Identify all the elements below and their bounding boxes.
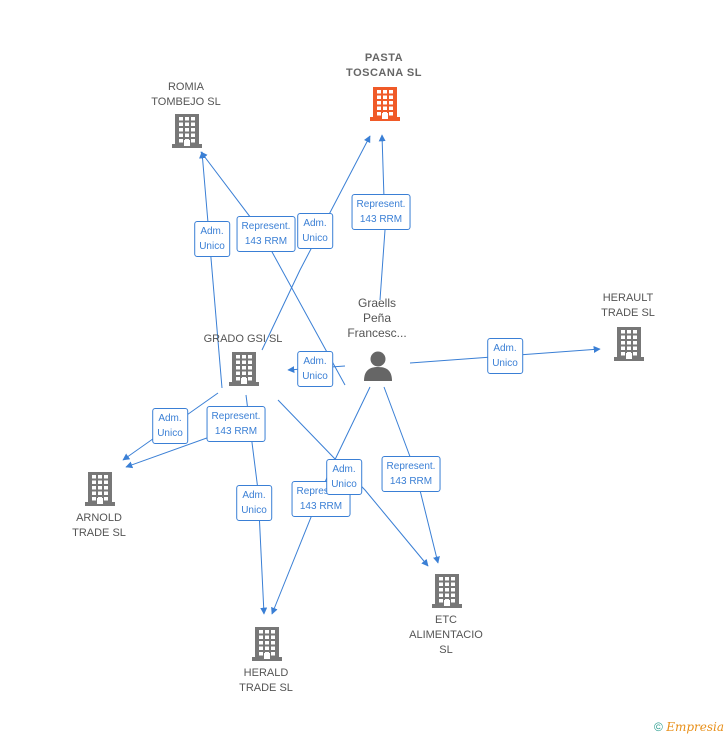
edge-line-grado-to-pasta (261, 135, 371, 351)
edge-label-grado-to-etc[interactable]: Adm. Unico (326, 459, 362, 495)
edge-label-graells-to-pasta[interactable]: Represent. 143 RRM (351, 194, 411, 230)
edge-label-grado-to-romia[interactable]: Adm. Unico (194, 221, 230, 257)
grado-building-icon[interactable] (229, 350, 259, 391)
grado-label[interactable]: GRADO GSI SL (203, 333, 283, 345)
edge-label-grado-to-arnold[interactable]: Adm. Unico (152, 408, 188, 444)
edge-line-graells-to-pasta (378, 134, 386, 301)
brand-logo[interactable]: Empresia (666, 720, 724, 734)
edge-label-graells-to-herault[interactable]: Adm. Unico (487, 338, 523, 374)
etc-label[interactable]: ETC ALIMENTACIO SL (409, 614, 483, 656)
etc-building-icon[interactable] (432, 572, 462, 613)
herald-building-icon[interactable] (252, 625, 282, 666)
edge-line-grado-to-romia (199, 151, 223, 389)
romia-label[interactable]: ROMIA TOMBEJO SL (151, 81, 221, 108)
edge-line-grado-to-etc (277, 399, 429, 567)
herault-label[interactable]: HERAULT TRADE SL (601, 292, 655, 319)
graells-label[interactable]: Graells Peña Francesc... (347, 296, 407, 340)
edge-label-grado-to-pasta[interactable]: Adm. Unico (297, 213, 333, 249)
arnold-label[interactable]: ARNOLD TRADE SL (72, 512, 126, 539)
herault-building-icon[interactable] (614, 325, 644, 366)
edge-label-grado-to-arnold[interactable]: Represent. 143 RRM (206, 406, 266, 442)
copyright-symbol: © (654, 720, 663, 734)
pasta-building-icon[interactable] (370, 85, 400, 126)
footer-credit: © Empresia (654, 720, 724, 734)
edge-label-grado-to-herald[interactable]: Adm. Unico (236, 485, 272, 521)
edge-label-graells-to-romia[interactable]: Represent. 143 RRM (236, 216, 296, 252)
pasta-label[interactable]: PASTA TOSCANA SL (346, 52, 422, 79)
edge-label-graells-to-grado[interactable]: Adm. Unico (297, 351, 333, 387)
graells-person-icon[interactable] (363, 350, 393, 387)
romia-building-icon[interactable] (172, 112, 202, 153)
edge-label-graells-to-etc[interactable]: Represent. 143 RRM (381, 456, 441, 492)
edge-label-graells-to-herald[interactable]: Represent. 143 RRM (291, 481, 351, 517)
arnold-building-icon[interactable] (85, 470, 115, 511)
herald-label[interactable]: HERALD TRADE SL (239, 667, 293, 694)
